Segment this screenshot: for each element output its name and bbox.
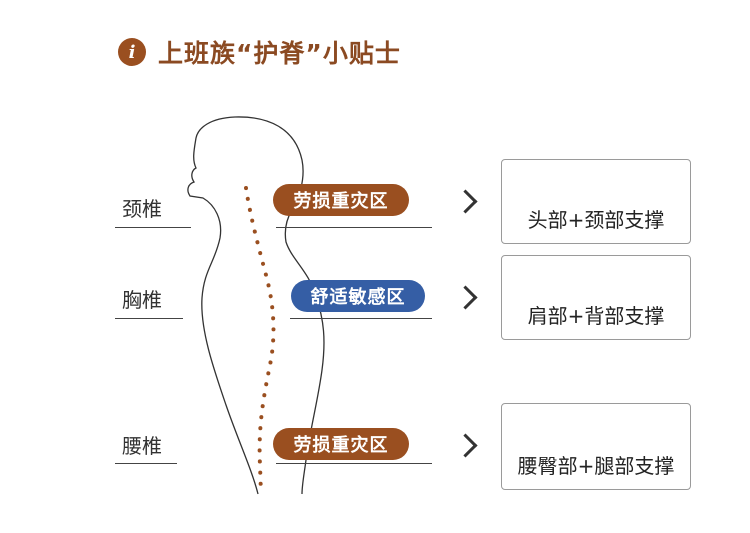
divider-line	[290, 318, 432, 319]
info-icon: i	[118, 38, 146, 66]
head-body-outline	[187, 116, 325, 495]
divider-line	[115, 227, 191, 228]
zone-badge-cervical: 劳损重灾区	[273, 184, 409, 216]
title-row: i 上班族“护脊”小贴士	[118, 34, 401, 70]
divider-line	[276, 227, 432, 228]
page-title: 上班族“护脊”小贴士	[158, 39, 401, 68]
support-text-thoracic: 肩部+背部支撑	[527, 304, 665, 328]
spine-label-cervical: 颈椎	[122, 197, 162, 221]
spine-label-thoracic: 胸椎	[122, 288, 162, 312]
support-box-lumbar: 腰臀部+腿部支撑	[501, 403, 691, 490]
support-text-lumbar: 腰臀部+腿部支撑	[517, 454, 675, 478]
divider-line	[276, 463, 432, 464]
zone-badge-lumbar: 劳损重灾区	[273, 428, 409, 460]
support-text-cervical: 头部+颈部支撑	[527, 208, 665, 232]
spine-dotted-line	[244, 186, 276, 496]
support-box-thoracic: 肩部+背部支撑	[501, 255, 691, 340]
spine-label-lumbar: 腰椎	[122, 434, 162, 458]
divider-line	[115, 318, 183, 319]
divider-line	[115, 463, 177, 464]
zone-badge-thoracic: 舒适敏感区	[291, 280, 425, 312]
support-box-cervical: 头部+颈部支撑	[501, 159, 691, 244]
